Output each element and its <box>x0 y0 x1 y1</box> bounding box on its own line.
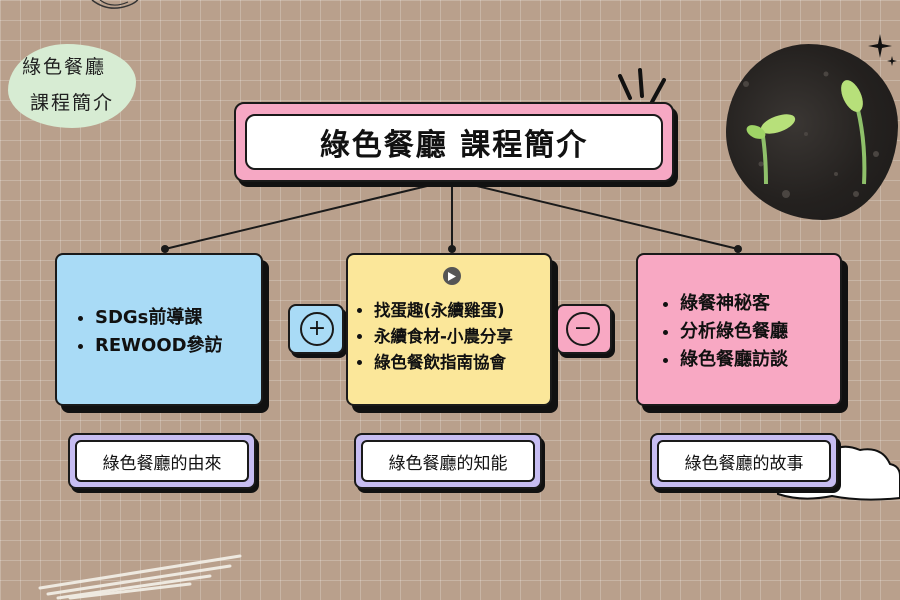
card-story: 綠餐神秘客 分析綠色餐廳 綠色餐廳訪談 <box>636 253 842 406</box>
list-item: SDGs前導課 <box>95 303 261 329</box>
card-origin: SDGs前導課 REWOOD參訪 <box>55 253 263 406</box>
title-frame: 綠色餐廳 課程簡介 <box>234 102 674 182</box>
list-item: REWOOD參訪 <box>95 331 261 357</box>
label-text: 綠色餐廳的由來 <box>75 440 249 482</box>
list-item: 分析綠色餐廳 <box>680 317 840 343</box>
label-text: 綠色餐廳的故事 <box>657 440 831 482</box>
label-knowledge: 綠色餐廳的知能 <box>354 433 542 489</box>
list-item: 綠餐神秘客 <box>680 289 840 315</box>
minus-icon[interactable]: − <box>566 312 600 346</box>
corner-sticker: 綠色餐廳 課程簡介 <box>8 44 136 128</box>
label-text: 綠色餐廳的知能 <box>361 440 535 482</box>
list-item: 綠色餐廳訪談 <box>680 345 840 371</box>
label-story: 綠色餐廳的故事 <box>650 433 838 489</box>
list-item: 永續食材-小農分享 <box>374 323 550 347</box>
list-item: 找蛋趣(永續雞蛋) <box>374 297 550 321</box>
sprout-icon <box>743 71 879 198</box>
collapse-tab[interactable]: − <box>556 304 612 354</box>
plus-icon[interactable]: + <box>300 312 334 346</box>
sprout-photo <box>726 44 898 220</box>
burst-decoration <box>618 68 666 104</box>
play-icon[interactable] <box>443 267 461 285</box>
story-list: 綠餐神秘客 分析綠色餐廳 綠色餐廳訪談 <box>658 287 840 373</box>
chalk-strokes <box>38 554 242 600</box>
sparkle-icon <box>868 34 897 66</box>
origin-list: SDGs前導課 REWOOD參訪 <box>73 301 261 359</box>
knowledge-list: 找蛋趣(永續雞蛋) 永續食材-小農分享 綠色餐飲指南協會 <box>352 295 550 375</box>
label-origin: 綠色餐廳的由來 <box>68 433 256 489</box>
sticker-line-2: 課程簡介 <box>30 92 115 114</box>
sticker-line-1: 綠色餐廳 <box>22 56 107 78</box>
page-title: 綠色餐廳 課程簡介 <box>245 114 663 170</box>
expand-tab[interactable]: + <box>288 304 344 354</box>
list-item: 綠色餐飲指南協會 <box>374 349 550 373</box>
